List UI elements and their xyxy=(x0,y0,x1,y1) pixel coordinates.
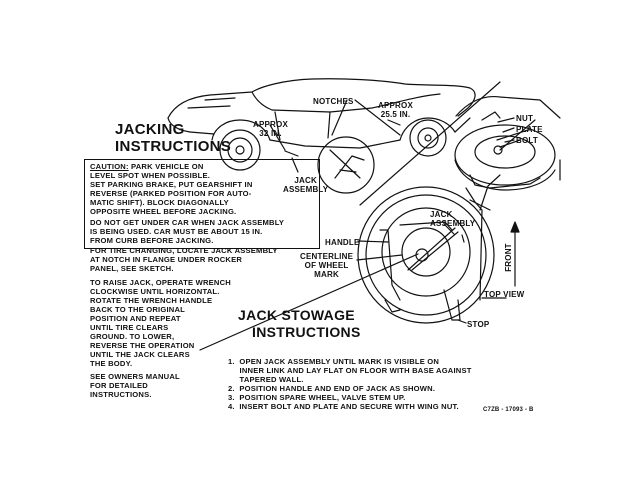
label-car-jack-1: JACK xyxy=(294,176,317,185)
caution-line-4: MATIC SHIFT). BLOCK DIAGONALLY xyxy=(90,198,229,207)
tire-change-line-0: FOR TIRE CHANGING, LOCATE JACK ASSEMBLY xyxy=(90,246,278,255)
label-notches: NOTCHES xyxy=(313,97,354,106)
caution-line-7: IS BEING USED. CAR MUST BE ABOUT 15 IN. xyxy=(90,227,263,236)
label-handle: HANDLE xyxy=(325,238,360,247)
stowage-step-2: 2. POSITION HANDLE AND END OF JACK AS SH… xyxy=(228,384,436,393)
label-approx-front: APPROX 32 IN. xyxy=(253,120,288,138)
caution-line-5: OPPOSITE WHEEL BEFORE JACKING. xyxy=(90,207,237,216)
part-number: C7ZB - 17093 - B xyxy=(483,407,534,413)
caution-lead: CAUTION: xyxy=(90,162,129,171)
label-plate: PLATE xyxy=(516,125,543,134)
label-approx-rear-2: 25.5 IN. xyxy=(380,110,411,119)
divider-lower xyxy=(199,253,419,351)
tire-change-line-1: AT NOTCH IN FLANGE UNDER ROCKER xyxy=(90,255,243,264)
caution-line-8: FROM CURB BEFORE JACKING. xyxy=(90,236,214,245)
spare-wheel-icon xyxy=(356,174,520,324)
label-centerline-1: CENTERLINE xyxy=(300,252,354,261)
label-centerline-3: MARK xyxy=(314,270,339,279)
raise-line-3: BACK TO THE ORIGINAL xyxy=(90,305,185,314)
caution-line-3: REVERSE (PARKED POSITION FOR AUTO- xyxy=(90,189,252,198)
label-car-jack-2: ASSEMBLY xyxy=(283,185,329,194)
stowage-title-line1: JACK STOWAGE xyxy=(238,307,355,323)
label-approx-rear: APPROX 25.5 IN. xyxy=(378,101,413,119)
label-front: FRONT xyxy=(503,243,513,272)
caution-line-1: LEVEL SPOT WHEN POSSIBLE. xyxy=(90,171,211,180)
label-centerline: CENTERLINE OF WHEEL MARK xyxy=(300,252,353,279)
label-top-view: TOP VIEW xyxy=(484,290,525,299)
car-side-icon xyxy=(167,78,476,194)
caution-line-6: DO NOT GET UNDER CAR WHEN JACK ASSEMBLY xyxy=(90,218,285,227)
tire-change-line-2: PANEL, SEE SKETCH. xyxy=(90,264,174,273)
divider-upper xyxy=(359,81,501,206)
manual-line-2: INSTRUCTIONS. xyxy=(90,390,152,399)
manual-line-1: FOR DETAILED xyxy=(90,381,148,390)
raise-line-8: UNTIL THE JACK CLEARS xyxy=(90,350,190,359)
label-stop: STOP xyxy=(467,320,490,329)
stowage-steps: 1. OPEN JACK ASSEMBLY UNTIL MARK IS VISI… xyxy=(228,357,472,411)
manual-line-0: SEE OWNERS MANUAL xyxy=(90,372,180,381)
tire-change-text: FOR TIRE CHANGING, LOCATE JACK ASSEMBLY … xyxy=(90,246,278,273)
label-approx-front-2: 32 IN. xyxy=(259,129,282,138)
raise-line-5: UNTIL TIRE CLEARS xyxy=(90,323,169,332)
label-car-jack-assembly: JACK ASSEMBLY xyxy=(283,176,328,194)
label-bolt: BOLT xyxy=(516,136,538,145)
stowage-title: JACK STOWAGE INSTRUCTIONS xyxy=(238,307,361,341)
owners-manual-text: SEE OWNERS MANUAL FOR DETAILED INSTRUCTI… xyxy=(90,372,180,399)
jacking-title-line1: JACKING xyxy=(115,121,185,138)
label-approx-rear-1: APPROX xyxy=(378,101,413,110)
raise-line-2: ROTATE THE WRENCH HANDLE xyxy=(90,296,213,305)
caution-text-0: PARK VEHICLE ON xyxy=(128,162,204,171)
jacking-title: JACKING INSTRUCTIONS xyxy=(115,121,231,155)
raise-line-6: GROUND. TO LOWER, xyxy=(90,332,175,341)
jacking-title-line2: INSTRUCTIONS xyxy=(115,138,232,155)
raise-line-1: CLOCKWISE UNTIL HORIZONTAL. xyxy=(90,287,220,296)
caution-line-0: CAUTION: PARK VEHICLE ON xyxy=(90,162,315,171)
label-wheel-jack-2: ASSEMBLY xyxy=(430,219,476,228)
stowage-title-line2: INSTRUCTIONS xyxy=(252,324,361,340)
raise-line-7: REVERSE THE OPERATION xyxy=(90,341,195,350)
label-approx-front-1: APPROX xyxy=(253,120,288,129)
stowage-step-4: 4. INSERT BOLT AND PLATE AND SECURE WITH… xyxy=(228,402,459,411)
label-nut: NUT xyxy=(516,114,534,123)
stowage-step-1-cont: INNER LINK AND LAY FLAT ON FLOOR WITH BA… xyxy=(228,366,472,375)
raise-line-4: POSITION AND REPEAT xyxy=(90,314,181,323)
raise-line-0: TO RAISE JACK, OPERATE WRENCH xyxy=(90,278,231,287)
stowage-step-1: 1. OPEN JACK ASSEMBLY UNTIL MARK IS VISI… xyxy=(228,357,440,366)
label-wheel-jack-assembly: JACK ASSEMBLY xyxy=(430,210,475,228)
stowage-step-1-cont2: TAPERED WALL. xyxy=(228,375,304,384)
label-centerline-2: OF WHEEL xyxy=(304,261,349,270)
caution-box: CAUTION: PARK VEHICLE ON LEVEL SPOT WHEN… xyxy=(84,159,320,249)
caution-line-2: SET PARKING BRAKE, PUT GEARSHIFT IN xyxy=(90,180,253,189)
raise-line-9: THE BODY. xyxy=(90,359,133,368)
stowage-step-3: 3. POSITION SPARE WHEEL, VALVE STEM UP. xyxy=(228,393,406,402)
trunk-spare-icon xyxy=(454,95,561,211)
label-wheel-jack-1: JACK xyxy=(430,210,453,219)
raise-jack-text: TO RAISE JACK, OPERATE WRENCH CLOCKWISE … xyxy=(90,278,231,368)
